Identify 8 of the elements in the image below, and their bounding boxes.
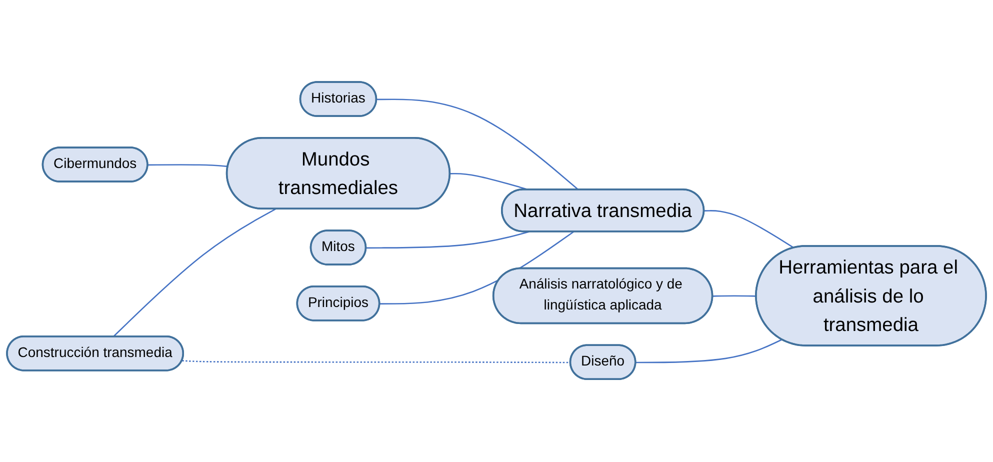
connector [704, 210, 794, 249]
connector [366, 232, 530, 249]
connector [148, 164, 228, 168]
connector [112, 208, 276, 338]
connector [182, 360, 571, 364]
connector [376, 99, 579, 191]
connector [636, 339, 782, 364]
connector [712, 296, 756, 298]
